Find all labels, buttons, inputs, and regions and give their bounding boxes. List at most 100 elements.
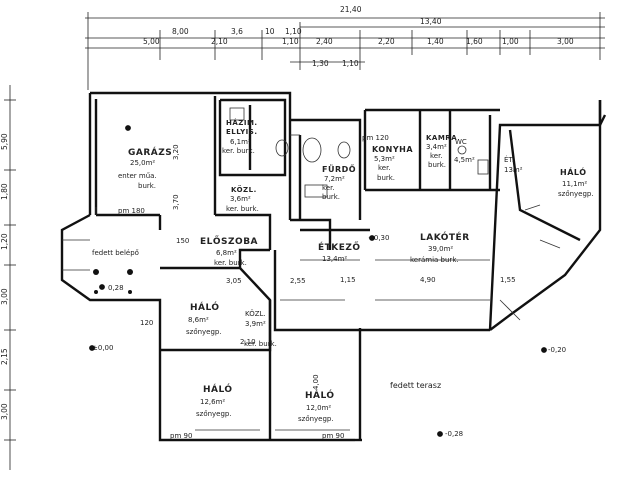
dim-r1-0: 8,00 [172, 27, 189, 36]
window-marks [62, 134, 561, 431]
room-kitchen-name: KONYHA [372, 145, 413, 154]
room-bath-finish: ker. [322, 184, 335, 192]
room-bed1-finish: szőnyegp. [558, 189, 594, 198]
label-dim-115: 1,15 [340, 276, 356, 284]
room-bed2-area: 8,6m² [188, 316, 209, 324]
dim-left-7: 3,00 [0, 403, 9, 420]
room-corridor2-name: KÖZL. [245, 309, 266, 318]
room-dining-area: 13,4m² [322, 255, 347, 263]
columns [93, 269, 133, 294]
room-wc-area: 4,5m² [454, 156, 475, 164]
room-garage-finish2: burk. [138, 182, 156, 190]
room-pantry-name: KAMRA [426, 134, 457, 142]
dim-r2-5: 2,40 [316, 37, 333, 46]
room-living-name: LAKÓTÉR [420, 231, 470, 243]
dim-r2-7: 2,20 [378, 37, 395, 46]
label-covered-entrance: fedett belépő [92, 248, 139, 257]
label-pm120: pm 120 [362, 134, 389, 142]
label-dim-320: 3,20 [172, 144, 180, 160]
room-pantry-area: 3,4m² [426, 143, 447, 151]
room-bed4-name: HÁLÓ [305, 389, 335, 401]
room-wc-name: WC [455, 138, 467, 146]
room-utility-name: HÁZIM. [226, 118, 258, 127]
dim-total: 21,40 [340, 5, 362, 14]
room-bath-area: 7,2m² [324, 175, 345, 183]
dim-left-3: 1,20 [0, 233, 9, 250]
label-level-028b: -0,28 [445, 430, 463, 438]
label-dim-400: 4,00 [312, 374, 320, 390]
room-hall-name: ELŐSZOBA [200, 236, 258, 247]
misc-labels: fedett belépő fedett terasz pm 180 pm 90… [92, 134, 566, 440]
room-utility-area: 6,1m² [230, 138, 251, 146]
room-garage-finish: enter műa. [118, 171, 157, 180]
room-bath-finish2: burk. [322, 193, 340, 201]
room-bed4-finish: szőnyegp. [298, 414, 334, 423]
room-dining-name: ÉTKEZŐ [318, 241, 361, 253]
fixtures [229, 107, 489, 198]
level-markers [89, 125, 547, 437]
room-hall-area: 6,8m² [216, 249, 237, 257]
label-level-000: ±0,00 [92, 344, 113, 352]
room-kitchen-finish: ker. [378, 164, 391, 172]
room-corridor2-area: 3,9m² [245, 320, 266, 328]
room-bed1-name: HÁLÓ [560, 166, 587, 177]
label-dim-490: 4,90 [420, 276, 436, 284]
label-dim-155: 1,55 [500, 276, 516, 284]
dim-r2-14: 3,00 [557, 37, 574, 46]
label-level-030: +0,30 [368, 234, 389, 242]
dim-top-right: 13,40 [420, 17, 442, 26]
dimension-texts: 21,40 13,40 8,00 10 3,6 1,10 5,00 2,10 1… [143, 5, 574, 68]
dim-r2-2: 2,10 [211, 37, 228, 46]
dim-r1-2: 3,6 [231, 27, 243, 36]
dim-r1-3: 1,10 [285, 27, 302, 36]
walls [60, 91, 607, 442]
room-garage-area: 25,0m² [130, 159, 155, 167]
room-bath-name: FÜRDŐ [322, 164, 356, 174]
room-kitchen-area: 5,3m² [374, 155, 395, 163]
dim-left-1: 5,90 [0, 133, 9, 150]
dim-r2-0: 5,00 [143, 37, 160, 46]
room-et-name: ÉT. [504, 155, 514, 164]
dim-r2-11: 1,60 [466, 37, 483, 46]
label-pm180: pm 180 [118, 207, 145, 215]
label-level-028: 0,28 [108, 284, 124, 292]
room-labels: GARÁZS 25,0m² enter műa. burk. HÁZIM. EL… [118, 118, 594, 423]
label-pm90-b: pm 90 [322, 432, 344, 440]
room-utility-name2: ELLYIS. [226, 128, 258, 136]
label-dim-255: 2,55 [290, 277, 306, 285]
room-living-finish: kerámia burk. [410, 256, 459, 264]
room-bed3-name: HÁLÓ [203, 383, 233, 395]
room-bed3-finish: szőnyegp. [196, 409, 232, 418]
dim-r2-12: 1,00 [502, 37, 519, 46]
dim-r2-9: 1,40 [427, 37, 444, 46]
dim-left-4: 3,00 [0, 288, 9, 305]
room-kitchen-finish2: burk. [377, 174, 395, 182]
room-et-area: 13m² [504, 166, 523, 174]
room-bed2-name: HÁLÓ [190, 301, 220, 313]
room-bed3-area: 12,6m² [200, 398, 225, 406]
room-corridor1-name: KÖZL. [231, 185, 257, 194]
label-level-020: -0,20 [548, 346, 566, 354]
dim-left-5: 2,15 [0, 348, 9, 365]
label-dim-150: 150 [176, 237, 189, 245]
room-corridor2-finish: ker. burk. [244, 340, 277, 348]
label-pm90-a: pm 90 [170, 432, 192, 440]
room-pantry-finish2: burk. [428, 161, 446, 169]
room-pantry-finish: ker. [430, 152, 443, 160]
room-garage-name: GARÁZS [128, 146, 172, 158]
label-covered-terrace: fedett terasz [390, 381, 441, 390]
room-bed4-area: 12,0m² [306, 404, 331, 412]
left-dimensions: 5,90 1,80 1,20 3,00 2,15 3,00 [0, 133, 9, 420]
dim-r3-0: 1,30 [312, 59, 329, 68]
room-living-area: 39,0m² [428, 245, 453, 253]
dim-r1-1: 10 [265, 27, 275, 36]
label-dim-120: 120 [140, 319, 153, 327]
label-dim-305: 3,05 [226, 277, 242, 285]
label-dim-370: 3,70 [172, 194, 180, 210]
room-hall-finish: ker. burk. [214, 259, 247, 267]
room-bed2-finish: szőnyegp. [186, 327, 222, 336]
dimension-lines [4, 12, 605, 470]
room-utility-finish: ker. burk. [222, 147, 255, 155]
dim-r2-4: 1,10 [282, 37, 299, 46]
